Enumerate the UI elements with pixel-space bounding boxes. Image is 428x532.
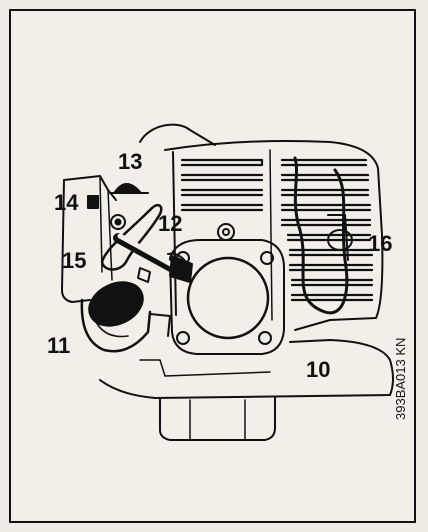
callout-12: 12 (158, 211, 183, 236)
callout-11: 11 (47, 333, 71, 358)
callout-10: 10 (306, 357, 331, 382)
callout-13: 13 (118, 149, 143, 174)
callout-16: 16 (368, 231, 393, 256)
callout-14: 14 (54, 190, 79, 215)
figure-code: 393BA013 KN (393, 337, 408, 420)
callout-15: 15 (62, 248, 87, 273)
